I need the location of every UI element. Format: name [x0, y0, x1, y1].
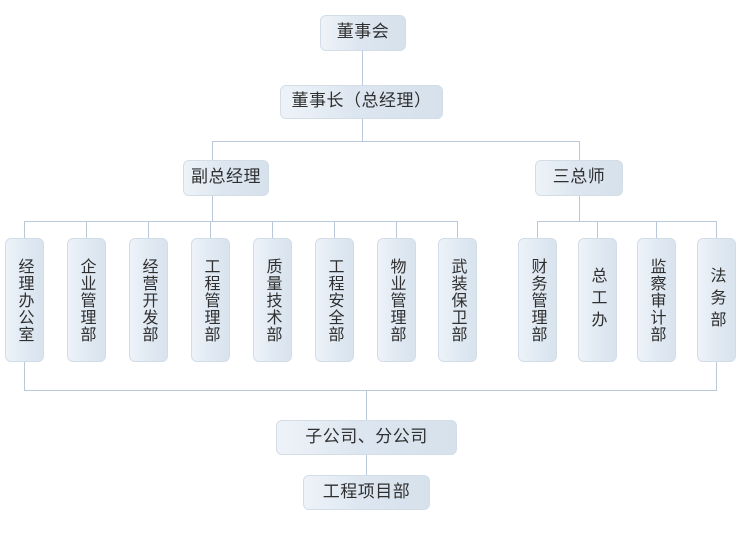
connector-to-three-chiefs	[579, 141, 580, 160]
node-deputy-gm-label: 副总经理	[191, 167, 261, 188]
riser-dept-left-1	[86, 221, 87, 238]
connector-rightmost-dept-down	[716, 362, 717, 390]
connector-subsidiaries-to-project	[366, 455, 367, 475]
node-dept-quality-technology[interactable]: 质量技术部	[253, 238, 292, 362]
node-chairman[interactable]: 董事长（总经理）	[280, 85, 443, 119]
node-dept-business-development[interactable]: 经营开发部	[129, 238, 168, 362]
node-dept-label: 工程安全部	[325, 257, 345, 343]
node-project-department-label: 工程项目部	[322, 481, 411, 502]
connector-board-to-chairman	[362, 51, 363, 85]
node-three-chiefs[interactable]: 三总师	[535, 160, 623, 196]
riser-dept-right-2	[656, 221, 657, 238]
node-chairman-label: 董事长（总经理）	[291, 91, 432, 112]
node-dept-label: 经理办公室	[15, 257, 35, 343]
riser-dept-right-0	[537, 221, 538, 238]
riser-dept-left-7	[457, 221, 458, 238]
node-subsidiaries-label: 子公司、分公司	[305, 426, 428, 447]
connector-bus-to-subsidiaries	[366, 390, 367, 420]
riser-dept-left-2	[148, 221, 149, 238]
connector-three-chiefs-down	[579, 196, 580, 221]
node-dept-label: 财务管理部	[528, 257, 548, 343]
node-subsidiaries[interactable]: 子公司、分公司	[276, 420, 457, 455]
node-board-label: 董事会	[336, 22, 390, 43]
riser-dept-right-3	[716, 221, 717, 238]
node-dept-finance-management[interactable]: 财务管理部	[518, 238, 557, 362]
connector-bottom-bus	[24, 390, 717, 391]
node-dept-engineering-management[interactable]: 工程管理部	[191, 238, 230, 362]
node-dept-label: 监察审计部	[647, 257, 667, 343]
node-deputy-gm[interactable]: 副总经理	[183, 160, 269, 196]
node-dept-supervision-audit[interactable]: 监察审计部	[637, 238, 676, 362]
connector-deputy-gm-down	[212, 196, 213, 221]
node-dept-chief-engineer-office[interactable]: 总工办	[578, 238, 617, 362]
riser-dept-left-5	[334, 221, 335, 238]
node-dept-property-management[interactable]: 物业管理部	[377, 238, 416, 362]
node-dept-label: 物业管理部	[387, 257, 407, 343]
riser-dept-left-3	[210, 221, 211, 238]
node-dept-label: 武装保卫部	[448, 257, 468, 343]
riser-dept-left-4	[272, 221, 273, 238]
node-board[interactable]: 董事会	[320, 15, 406, 51]
node-dept-armed-security[interactable]: 武装保卫部	[438, 238, 477, 362]
node-dept-label: 法务部	[707, 267, 727, 333]
node-dept-label: 经营开发部	[139, 257, 159, 343]
connector-to-deputy-gm	[212, 141, 213, 160]
connector-chairman-down	[362, 119, 363, 141]
node-dept-manager-office[interactable]: 经理办公室	[5, 238, 44, 362]
riser-dept-right-1	[597, 221, 598, 238]
connector-left-dept-bus	[24, 221, 457, 222]
node-project-department[interactable]: 工程项目部	[303, 475, 430, 510]
connector-right-dept-bus	[537, 221, 716, 222]
node-dept-label: 总工办	[588, 267, 608, 333]
node-dept-engineering-safety[interactable]: 工程安全部	[315, 238, 354, 362]
connector-level2-bus	[212, 141, 580, 142]
node-dept-enterprise-management[interactable]: 企业管理部	[67, 238, 106, 362]
node-three-chiefs-label: 三总师	[552, 167, 606, 188]
node-dept-label: 质量技术部	[263, 257, 283, 343]
riser-dept-left-6	[396, 221, 397, 238]
node-dept-legal-affairs[interactable]: 法务部	[697, 238, 736, 362]
node-dept-label: 企业管理部	[77, 257, 97, 343]
node-dept-label: 工程管理部	[201, 257, 221, 343]
connector-leftmost-dept-down	[24, 362, 25, 390]
riser-dept-left-0	[24, 221, 25, 238]
